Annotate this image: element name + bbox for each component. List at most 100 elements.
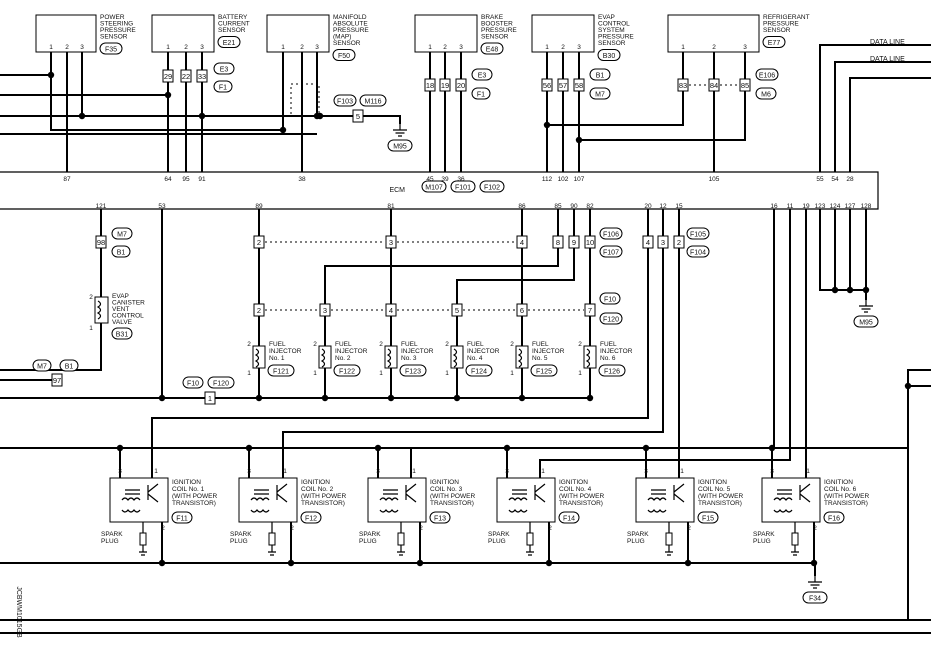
coil-name: IGNITION [698,479,727,486]
ecm-pin-number: 12 [659,203,667,210]
connector-tag: M7 [32,359,52,372]
coil-name: COIL No. 3 [430,486,463,493]
pin-number: 3 [661,238,665,247]
junction-dot [279,126,287,134]
connector-tag-outline [599,312,623,325]
ecm-pin-number: 105 [709,176,720,183]
connector-code: F124 [471,369,487,376]
pin-box [95,235,107,249]
ecm-pin-number: 86 [518,203,526,210]
connector-code: F15 [702,516,714,523]
junction-dot [518,394,526,402]
connector-tag: B1 [59,359,79,372]
coil-core [254,489,269,495]
sensor-name: BRAKE [481,14,504,21]
wire [282,209,664,478]
pin-box [516,303,528,317]
coil-name: IGNITION [559,479,588,486]
pin-number: 3 [315,44,319,51]
junction-dot [768,444,776,452]
spark-plug-ground [791,522,799,556]
connector-code: B31 [116,332,129,339]
pin-number: 1 [49,44,53,51]
connector-code: M107 [425,185,443,192]
spark-plug-label: PLUG [101,538,119,545]
sensor-body [667,14,760,53]
junction-dot [416,559,424,567]
pin-number: 1 [412,468,416,475]
pin-number: 4 [646,238,650,247]
connector-tag-outline [333,94,357,107]
pin-number: 56 [543,81,551,90]
sensor-name: CONTROL [598,21,630,28]
ecm-pin-number: 53 [158,203,166,210]
pin-number: 98 [97,238,105,247]
data-line-label: DATA LINE [870,56,905,63]
coil-name: IGNITION [301,479,330,486]
pin-number: 1 [541,468,545,475]
ecm-pin-number: 45 [426,176,434,183]
connector-code: F10 [604,297,616,304]
pin-number: 2 [443,44,447,51]
pin-number: 57 [559,81,567,90]
connector-code: M95 [859,320,873,327]
spark-plug-ground [397,522,405,556]
connector-code: F1 [219,85,227,92]
pin-number: 4 [389,306,393,315]
sensor-name: PRESSURE [598,34,634,41]
spark-plug-icon [139,532,147,546]
sensor-name: SYSTEM [598,27,625,34]
pin-box [568,235,580,249]
connector-tag: F34 [802,591,828,604]
pin-number: 1 [379,370,383,377]
spark-plug-label: PLUG [627,538,645,545]
pin-number: 3 [376,468,380,475]
ground-lines [808,576,822,589]
connector-pin: 29 [162,69,174,83]
pin-number: 2 [561,44,565,51]
ecm-pin-number: 85 [554,203,562,210]
connector-tag-outline [267,364,295,377]
coil-name: TRANSISTOR) [430,500,474,507]
pin-number: 6 [520,306,524,315]
pin-number: 2 [712,44,716,51]
injector-name: FUEL [401,341,418,348]
connector-tag: F106 [599,227,623,240]
pin-box [385,303,397,317]
connector-code: F34 [809,596,821,603]
connector-tag-outline [450,180,476,193]
injector-coil-icon [320,348,326,368]
coil-name: (WITH POWER [301,493,346,500]
connector-code: F16 [828,516,840,523]
wire [506,448,550,563]
connector-tag: E48 [480,42,504,55]
ecm-pin-number: 16 [770,203,778,210]
connector-tag-outline [697,511,719,524]
junction-dot [245,444,253,452]
coil-name: (WITH POWER [559,493,604,500]
connector-pin: 19 [439,78,451,92]
wire [819,209,867,300]
pin-number: 5 [455,306,459,315]
spark-plug-icon [268,532,276,546]
spark-plug-ground [526,522,534,556]
injector-name: FUEL [600,341,617,348]
injector-name: INJECTOR [269,348,302,355]
connector-tag-outline [589,68,611,81]
connector-tag: F15 [697,511,719,524]
ecm-pin-number: 123 [815,203,826,210]
connector-pin: 33 [196,69,208,83]
connector-code: F13 [434,516,446,523]
sensor-name: PRESSURE [100,27,136,34]
connector-tag: M107 [421,180,447,193]
coil-name: IGNITION [172,479,201,486]
connector-tag: F105 [686,227,710,240]
pin-number: 2 [419,525,423,532]
pin-number: 1 [510,370,514,377]
pin-number: 4 [520,238,524,247]
sensor-body [266,14,330,53]
